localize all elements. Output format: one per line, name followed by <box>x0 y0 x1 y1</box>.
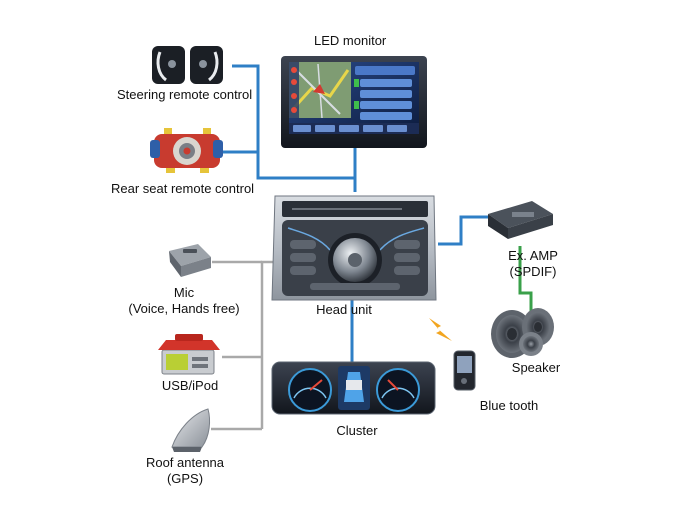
connection-lines <box>211 64 533 431</box>
steering-remote-icon <box>152 46 223 84</box>
label-mic: Mic (Voice, Hands free) <box>118 285 250 317</box>
amp-icon <box>488 201 553 239</box>
label-bluetooth: Blue tooth <box>479 398 539 413</box>
line-steering <box>232 64 355 180</box>
label-amp-line1: Ex. AMP <box>508 248 558 263</box>
line-amp <box>438 215 488 246</box>
label-mic-line1: Mic <box>173 285 195 300</box>
line-speaker <box>518 246 533 312</box>
label-speaker: Speaker <box>511 360 561 375</box>
cluster-icon <box>271 361 436 415</box>
rear-seat-remote-icon <box>150 128 223 173</box>
label-rear-seat-remote: Rear seat remote control <box>111 181 255 196</box>
label-steering-remote: Steering remote control <box>117 87 253 102</box>
label-cluster: Cluster <box>336 423 378 438</box>
label-antenna-line1: Roof antenna <box>145 455 225 470</box>
speaker-icon <box>491 308 554 358</box>
label-usb-ipod: USB/iPod <box>161 378 219 393</box>
label-amp-line2: (SPDIF) <box>509 264 557 279</box>
label-mic-line2: (Voice, Hands free) <box>128 301 240 316</box>
wireless-bolt-icon <box>429 318 452 341</box>
mic-icon <box>169 244 211 277</box>
label-head-unit: Head unit <box>316 302 372 317</box>
roof-antenna-icon <box>171 408 211 452</box>
led-monitor-icon <box>281 56 427 148</box>
label-ex-amp: Ex. AMP (SPDIF) <box>500 248 566 280</box>
bluetooth-phone-icon <box>453 350 476 391</box>
label-antenna-line2: (GPS) <box>166 471 204 486</box>
usb-ipod-icon <box>158 334 220 375</box>
head-unit-icon <box>271 195 437 301</box>
label-led-monitor: LED monitor <box>314 33 387 48</box>
label-roof-antenna: Roof antenna (GPS) <box>131 455 239 487</box>
